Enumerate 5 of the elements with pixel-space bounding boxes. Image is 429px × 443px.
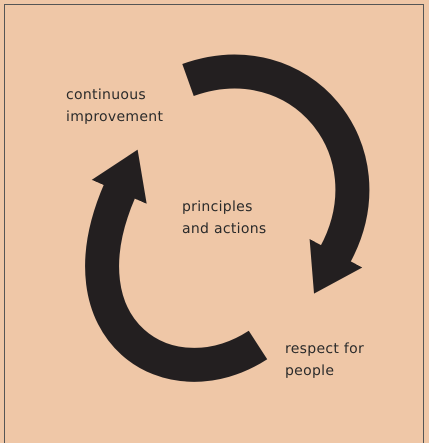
cycle-stage-text: respect for people [285, 338, 365, 382]
curved-arrow [184, 54, 369, 296]
cycle-stage-text: continuous improvement [66, 84, 186, 128]
curved-arrow [86, 148, 266, 382]
center-label: principles and actions [182, 198, 268, 239]
